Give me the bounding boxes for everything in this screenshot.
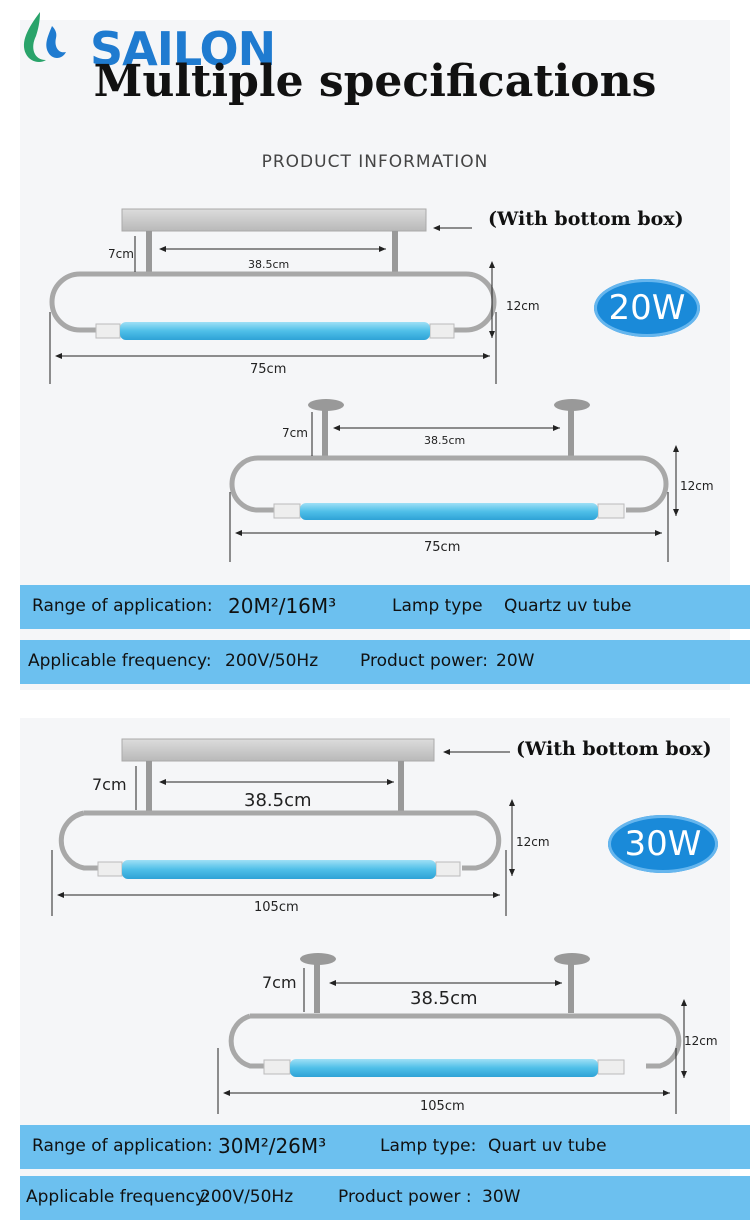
bottom-box-note: (With bottom box) (516, 738, 712, 760)
range-value: 20M²/16M³ (228, 594, 337, 618)
dim-spacing: 38.5cm (410, 988, 478, 1009)
lamp-type-value: Quartz uv tube (504, 596, 632, 616)
dim-spacing: 38.5cm (424, 434, 465, 447)
spec-bar-frequency: Applicable frequency: 200V/50Hz Product … (20, 640, 750, 684)
power-value: 30W (482, 1187, 521, 1207)
dim-height: 7cm (262, 973, 297, 992)
dim-height: 7cm (108, 247, 134, 261)
lamp-ceiling-mount-30w (217, 953, 687, 1114)
power-label: Product power: (360, 651, 488, 671)
dim-depth: 12cm (506, 299, 540, 313)
section-title: PRODUCT INFORMATION (261, 152, 489, 172)
dim-length: 75cm (424, 540, 460, 555)
dim-length: 105cm (254, 900, 299, 915)
power-badge: 20W (594, 279, 700, 337)
frequency-label: Applicable frequency: (28, 651, 212, 671)
spec-bar-frequency: Applicable frequency: 200V/50Hz Product … (20, 1176, 750, 1220)
spec-bar-range: Range of application: 20M²/16M³ Lamp typ… (20, 585, 750, 629)
lamp-type-label: Lamp type: (380, 1136, 477, 1156)
range-label: Range of application: (32, 1136, 213, 1156)
dim-depth: 12cm (516, 835, 550, 849)
dim-depth: 12cm (684, 1034, 718, 1048)
dim-length: 75cm (250, 362, 286, 377)
dim-length: 105cm (420, 1099, 465, 1114)
dim-depth: 12cm (680, 479, 714, 493)
range-value: 30M²/26M³ (218, 1134, 327, 1158)
spec-bar-range: Range of application: 30M²/26M³ Lamp typ… (20, 1125, 750, 1169)
lamp-ceiling-mount-20w (229, 399, 679, 562)
lamp-type-value: Quart uv tube (488, 1136, 607, 1156)
dim-height: 7cm (282, 426, 308, 440)
frequency-value: 200V/50Hz (225, 651, 319, 671)
dim-spacing: 38.5cm (248, 258, 289, 271)
power-value: 20W (496, 651, 535, 671)
page-headline: Multiple specifications (93, 56, 657, 107)
lamp-type-label: Lamp type (392, 596, 483, 616)
brand-logo: SAILON (18, 8, 318, 76)
lamp-with-box-20w (49, 208, 497, 384)
frequency-label: Applicable frequency: (26, 1187, 210, 1207)
dim-spacing: 38.5cm (244, 790, 312, 811)
power-label: Product power : (338, 1187, 472, 1207)
droplet-logo-icon (23, 12, 66, 62)
range-label: Range of application: (32, 596, 213, 616)
bottom-box-note: (With bottom box) (488, 208, 684, 230)
lamp-with-box-30w (51, 738, 515, 916)
brand-name: SAILON (90, 22, 276, 76)
power-badge: 30W (608, 815, 718, 873)
dim-height: 7cm (92, 775, 127, 794)
frequency-value: 200V/50Hz (200, 1187, 294, 1207)
